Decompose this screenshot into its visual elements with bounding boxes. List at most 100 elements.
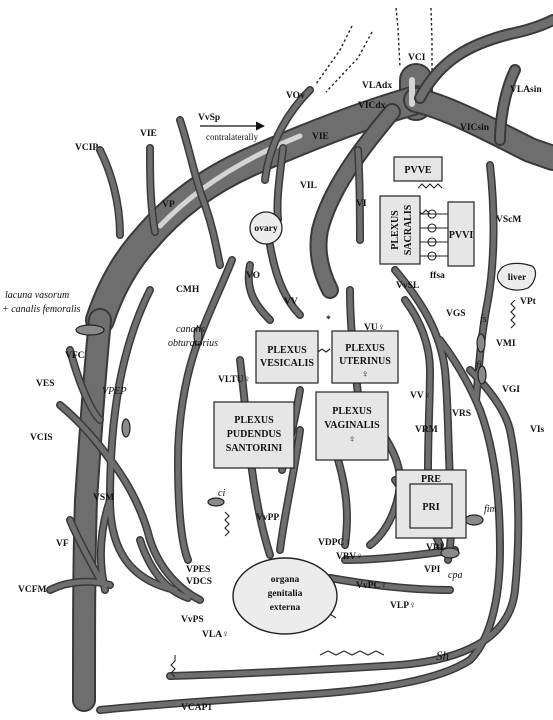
label-contralaterally: contralaterally — [206, 132, 258, 142]
vessel-network — [46, 7, 553, 714]
label-vis: VIs — [530, 425, 545, 435]
label-vfc: VFC — [65, 351, 85, 361]
label-vv: VV — [284, 297, 298, 307]
sacralis-line1: PLEXUS — [390, 210, 401, 250]
fs-label: fs — [480, 314, 487, 325]
label-vpep: VPEP — [102, 386, 126, 397]
vena-cava-inferior — [72, 63, 553, 712]
label-vsp: VvSp — [198, 113, 220, 123]
signature: Sh — [436, 648, 449, 663]
fim-ring — [464, 514, 484, 526]
label-vcip: VCIP — [75, 143, 98, 153]
pvvi-box — [447, 201, 475, 267]
label-vla: VLA♀ — [202, 630, 229, 640]
label-vgi: VGI — [502, 385, 520, 395]
label-vpes: VPES — [186, 565, 210, 575]
label-ves: VES — [36, 379, 54, 389]
label-vf: VF — [56, 539, 69, 549]
fi-ring — [477, 365, 487, 385]
label-vicsin: VICsin — [460, 123, 490, 133]
label-vscm: VScM — [496, 215, 521, 225]
label-cmh: CMH — [176, 285, 200, 295]
vessel-labels: VCI VLAdx VLAsin VICdx VICsin VOv VIE VI… — [18, 53, 545, 713]
vaginalis-line2: VAGINALIS — [324, 420, 380, 431]
lacuna-line1: lacuna vasorum — [5, 290, 69, 301]
label-vri: VRI — [426, 543, 444, 553]
vaginalis-line1: PLEXUS — [332, 406, 372, 417]
organ-genitalia-externa: organa genitalia externa — [232, 557, 338, 635]
signature-text: Sh — [436, 648, 449, 663]
label-vvq: VV♀ — [410, 391, 431, 401]
lacuna-vasorum-ring — [75, 324, 105, 336]
canalis-obturatorius-ring — [193, 326, 203, 346]
tributaries-fill — [47, 87, 521, 713]
pri-box — [409, 483, 453, 529]
pre-label: PRE — [421, 474, 441, 485]
vci-dotted-continuation — [315, 7, 433, 93]
label-vcap1: VCAP1 — [181, 703, 212, 713]
pudendus-line2: PUDENDUS — [227, 429, 282, 440]
sacralis-line2: SACRALIS — [403, 204, 414, 255]
ci-label: ci — [218, 488, 225, 499]
ovary-label: ovary — [254, 224, 277, 234]
label-vpt: VPt — [520, 297, 537, 307]
pudendus-line1: PLEXUS — [234, 415, 274, 426]
label-vvps: VvPS — [181, 615, 204, 625]
pri-label: PRI — [422, 502, 439, 513]
pvve-label: PVVE — [404, 165, 432, 176]
organa-line3: externa — [270, 603, 301, 613]
label-vlasin: VLAsin — [510, 85, 542, 95]
label-vrm: VRM — [415, 425, 438, 435]
plexus-pudendus-box — [213, 401, 295, 469]
plexus-vesicalis-box — [255, 330, 319, 384]
label-vlp: VLP♀ — [390, 601, 416, 611]
label-vvpc: VvPC♀ — [356, 581, 387, 591]
plexus-vaginalis-box — [315, 391, 389, 461]
label-vdpc: VDPC♀ — [318, 538, 352, 548]
fim-label: fim — [484, 504, 497, 515]
label-vo: VO — [246, 271, 260, 281]
label-vi: VI — [356, 199, 367, 209]
label-vbv: VBV♀ — [336, 552, 363, 562]
pvvi-label: PVVI — [449, 230, 474, 241]
label-vmi: VMI — [496, 339, 516, 349]
internal-iliac-trunk — [309, 14, 553, 299]
label-vsl: VvSL — [396, 281, 419, 291]
label-vil: VIL — [300, 181, 317, 191]
label-vu: VU♀ — [364, 323, 385, 333]
uterinus-line3: ♀ — [361, 369, 369, 380]
canalis-line1: canalis — [176, 324, 205, 335]
label-vcis: VCIS — [30, 433, 53, 443]
pvvi-connectors — [420, 209, 448, 261]
rings — [75, 324, 487, 559]
plexus-boxes — [213, 156, 475, 539]
organa-line1: organa — [271, 575, 300, 585]
label-vp: VP — [162, 200, 175, 210]
label-vie-left: VIE — [140, 129, 157, 139]
ffsa-label: ffsa — [430, 271, 445, 281]
label-vladx: VLAdx — [362, 81, 392, 91]
label-vltu: VLTU♀ — [218, 375, 251, 385]
fs-ring — [476, 333, 486, 353]
label-vci: VCI — [408, 53, 426, 63]
label-vgs: VGS — [446, 309, 466, 319]
uterinus-line2: UTERINUS — [339, 356, 391, 367]
uterinus-line1: PLEXUS — [345, 343, 385, 354]
canalis-line2: obturatorius — [168, 338, 218, 349]
cpa-ring — [440, 547, 460, 559]
cpa-label: cpa — [448, 570, 462, 581]
fi-label: fi — [476, 360, 482, 371]
label-vov: VOv — [286, 91, 305, 101]
lacuna-line2: + canalis femoralis — [2, 304, 81, 315]
plexus-labels: PVVE PVVI PLEXUS SACRALIS PLEXUS VESICAL… — [226, 165, 474, 513]
label-vdcs: VDCS — [186, 577, 212, 587]
vaginalis-line3: ♀ — [348, 434, 356, 445]
vesicalis-line2: VESICALIS — [260, 358, 314, 369]
vpep-ring — [121, 418, 131, 438]
label-vpi: VPI — [424, 565, 441, 575]
label-vsm: VSM — [93, 493, 114, 503]
ci-ring — [207, 497, 225, 507]
plexus-sacralis-box — [379, 195, 421, 265]
